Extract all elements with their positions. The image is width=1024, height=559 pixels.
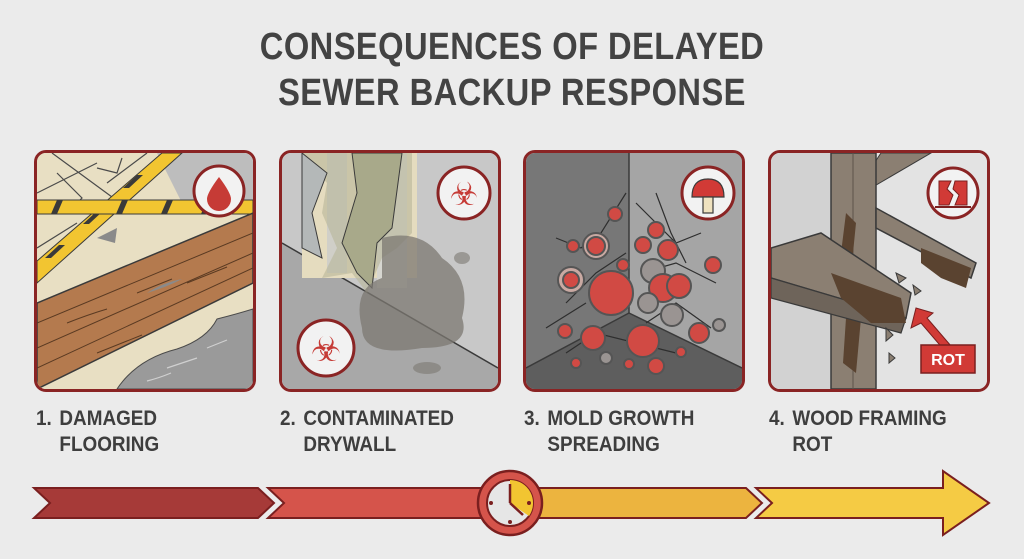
panel-contaminated-drywall: ☣ ☣: [279, 150, 501, 392]
wood-framing-rot-illustration: ROT: [771, 153, 987, 389]
timeline-segment-3: [529, 487, 764, 519]
panel-wood-framing-rot: ROT: [768, 150, 990, 392]
rot-callout-label: ROT: [931, 352, 965, 369]
step-label-4: 4.WOOD FRAMING ROT: [769, 407, 947, 456]
panel-mold-growth: [523, 150, 745, 392]
step-label-3: 3.MOLD GROWTH SPREADING: [524, 407, 695, 456]
panel-damaged-flooring: [34, 150, 256, 392]
title-line-1: CONSEQUENCES OF DELAYED: [259, 26, 765, 68]
page-title: CONSEQUENCES OF DELAYED SEWER BACKUP RES…: [72, 24, 953, 116]
contaminated-drywall-illustration: ☣ ☣: [282, 153, 498, 389]
timeline-segment-1: [31, 487, 276, 519]
biohazard-icon: [296, 318, 356, 378]
timeline-segment-4: [753, 469, 991, 537]
rot-callout: [920, 344, 976, 374]
title-line-2: SEWER BACKUP RESPONSE: [278, 72, 746, 114]
broken-beam-icon: [926, 166, 980, 220]
svg-text:☣: ☣: [311, 330, 341, 370]
step-label-2: 2.CONTAMINATED DRYWALL: [280, 407, 454, 456]
damaged-flooring-illustration: [37, 153, 253, 389]
biohazard-icon: [436, 165, 492, 221]
clock-icon: [476, 469, 544, 537]
step-label-1: 1.DAMAGED FLOORING: [36, 407, 160, 456]
mold-growth-illustration: [526, 153, 742, 389]
timeline-segment-2: [265, 487, 501, 519]
svg-text:☣: ☣: [450, 175, 479, 213]
timeline-arrow: [31, 469, 991, 537]
